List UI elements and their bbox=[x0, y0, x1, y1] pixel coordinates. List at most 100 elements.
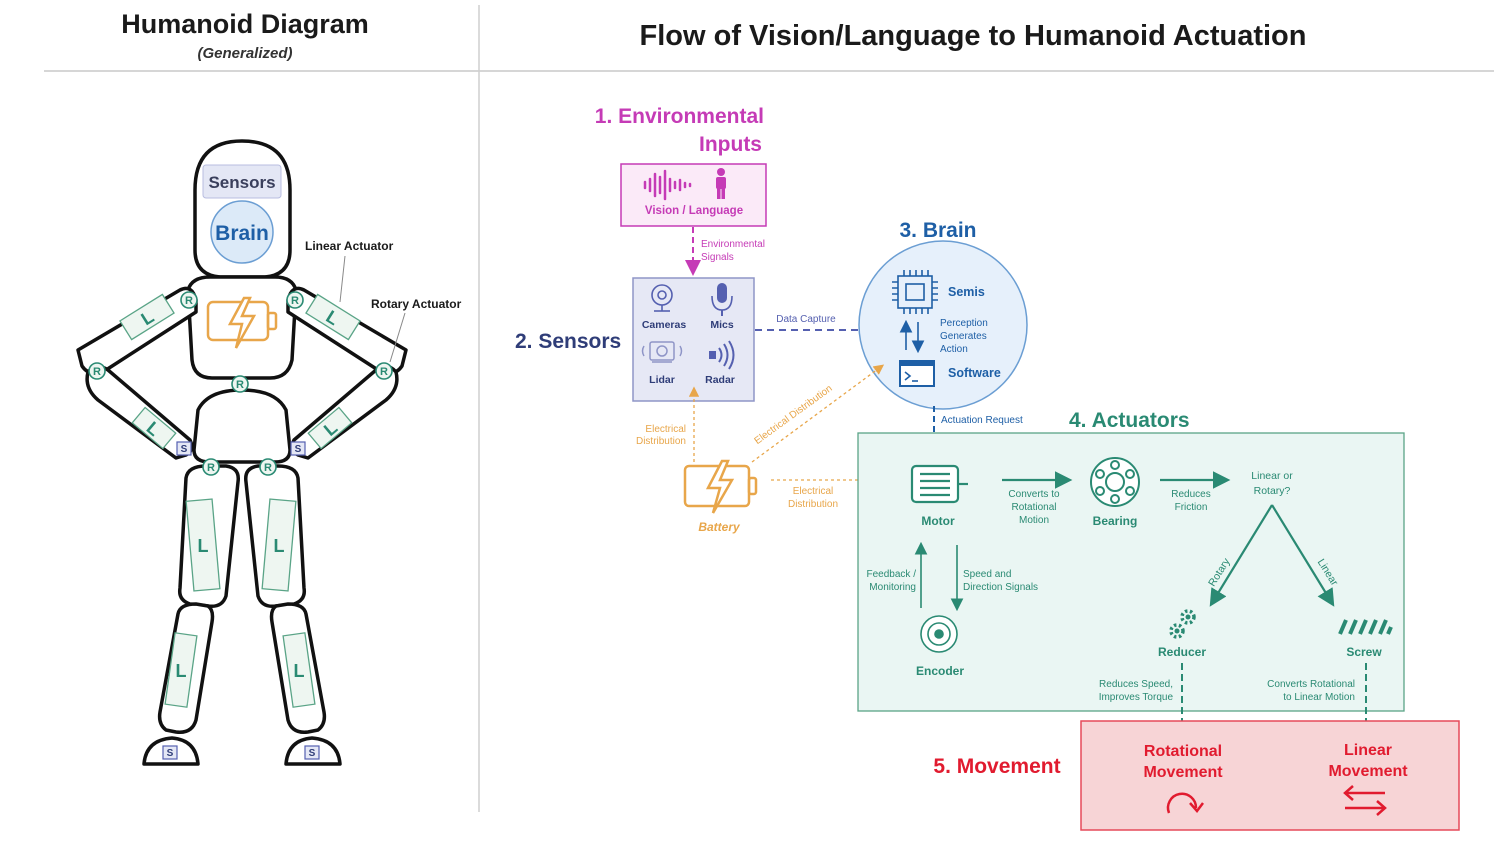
gears-icon bbox=[1169, 609, 1196, 639]
movement-box bbox=[1080, 720, 1460, 831]
left-forearm bbox=[85, 364, 194, 460]
screw-label: Screw bbox=[1346, 645, 1382, 659]
joint-r-5: R bbox=[236, 379, 244, 391]
elec-dist-brain: Electrical Distribution bbox=[753, 383, 835, 447]
joint-r-6: R bbox=[207, 462, 215, 474]
linear-movement-1: Linear bbox=[1344, 742, 1392, 759]
brain-circle bbox=[210, 200, 274, 264]
motor-icon bbox=[910, 464, 968, 504]
bearing-label: Bearing bbox=[1093, 514, 1138, 528]
data-capture-label: Data Capture bbox=[776, 314, 836, 325]
rotary-joints bbox=[88, 291, 393, 476]
env-heading-2: Inputs bbox=[699, 133, 762, 156]
rotary-branch-arrow bbox=[1209, 504, 1273, 607]
soundwave-icon bbox=[643, 169, 692, 201]
left-subtitle: (Generalized) bbox=[197, 45, 292, 62]
linear-actuators bbox=[119, 293, 361, 708]
joint-s-3: S bbox=[167, 748, 174, 759]
rotational-movement-2: Movement bbox=[1143, 764, 1223, 781]
movement-heading: 5. Movement bbox=[933, 755, 1060, 778]
encoder-label: Encoder bbox=[916, 664, 964, 678]
actuators-heading: 4. Actuators bbox=[1069, 409, 1190, 432]
joint-r-7: R bbox=[264, 462, 272, 474]
converts-linear-1: Converts Rotational bbox=[1267, 679, 1355, 690]
terminal-icon bbox=[899, 360, 935, 387]
joint-r-2: R bbox=[291, 295, 299, 307]
joint-r-1: R bbox=[185, 295, 193, 307]
battery-label: Battery bbox=[698, 520, 741, 534]
cameras-label: Cameras bbox=[642, 319, 687, 331]
right-forearm bbox=[290, 364, 399, 460]
up-down-arrows-icon bbox=[899, 319, 925, 354]
elec-dist-motor-2: Distribution bbox=[788, 499, 838, 510]
converts-1: Converts to bbox=[1008, 489, 1060, 500]
feedback-2: Monitoring bbox=[869, 582, 916, 593]
chip-icon bbox=[892, 270, 938, 314]
right-title: Flow of Vision/Language to Humanoid Actu… bbox=[640, 20, 1307, 52]
rotational-movement-1: Rotational bbox=[1144, 743, 1222, 760]
env-heading-1: 1. Environmental bbox=[595, 105, 764, 128]
linear-branch-arrow bbox=[1271, 504, 1335, 607]
joint-l-8: L bbox=[294, 661, 305, 681]
speed-2: Direction Signals bbox=[963, 582, 1038, 593]
lidar-icon bbox=[641, 341, 683, 363]
linear-actuator-callout: Linear Actuator bbox=[305, 239, 394, 253]
reduces-speed-1: Reduces Speed, bbox=[1099, 679, 1173, 690]
sensors-heading: 2. Sensors bbox=[515, 330, 621, 353]
software-label: Software bbox=[948, 366, 1001, 380]
joint-l-7: L bbox=[176, 661, 187, 681]
perception-3: Action bbox=[940, 344, 968, 355]
torso-battery-icon bbox=[206, 296, 278, 349]
joint-s-4: S bbox=[309, 748, 316, 759]
gears-icon-hubs bbox=[1174, 614, 1191, 634]
motor-label: Motor bbox=[921, 514, 955, 528]
reduces-speed-2: Improves Torque bbox=[1099, 692, 1174, 703]
mics-label: Mics bbox=[710, 319, 734, 331]
brain-heading: 3. Brain bbox=[899, 219, 976, 242]
reduces-friction-1: Reduces bbox=[1171, 489, 1210, 500]
converts-2: Rotational bbox=[1011, 502, 1056, 513]
speed-1: Speed and bbox=[963, 569, 1011, 580]
bearing-icon bbox=[1090, 457, 1140, 507]
elec-dist-sensors-2: Distribution bbox=[636, 436, 686, 447]
env-signals-1: Environmental bbox=[701, 239, 765, 250]
battery-to-brain-arrow bbox=[751, 364, 885, 463]
linear-movement-2: Movement bbox=[1328, 763, 1408, 780]
joint-l-5: L bbox=[198, 536, 209, 556]
converts-3: Motion bbox=[1019, 515, 1049, 526]
reducer-label: Reducer bbox=[1158, 645, 1206, 659]
vision-language-label: Vision / Language bbox=[645, 205, 743, 217]
elec-dist-motor-1: Electrical bbox=[793, 486, 834, 497]
encoder-icon bbox=[920, 615, 958, 653]
lidar-label: Lidar bbox=[649, 374, 675, 386]
rotary-actuator-callout: Rotary Actuator bbox=[371, 297, 462, 311]
env-input-box bbox=[620, 163, 767, 227]
joint-r-3: R bbox=[93, 366, 101, 378]
linear-or-rotary-2: Rotary? bbox=[1254, 485, 1291, 497]
radar-icon bbox=[709, 340, 735, 370]
perception-2: Generates bbox=[940, 331, 987, 342]
radar-label: Radar bbox=[705, 374, 735, 386]
screw-icon bbox=[1338, 619, 1393, 635]
brain-label: Brain bbox=[215, 222, 269, 245]
semis-label: Semis bbox=[948, 285, 985, 299]
elec-dist-sensors-1: Electrical bbox=[645, 424, 686, 435]
rotary-actuator-leader bbox=[389, 312, 406, 363]
left-title: Humanoid Diagram bbox=[121, 9, 369, 39]
reduces-friction-2: Friction bbox=[1175, 502, 1208, 513]
feedback-1: Feedback / bbox=[867, 569, 917, 580]
person-icon bbox=[716, 168, 726, 199]
camera-icon bbox=[651, 284, 673, 312]
sensors-label: Sensors bbox=[208, 173, 275, 192]
bidirectional-arrows-icon bbox=[1343, 785, 1387, 816]
sensors-box bbox=[202, 164, 282, 199]
joint-l-6: L bbox=[274, 536, 285, 556]
converts-linear-2: to Linear Motion bbox=[1283, 692, 1355, 703]
joint-s-2: S bbox=[295, 444, 302, 455]
sensor-pads bbox=[162, 441, 320, 760]
battery-icon bbox=[683, 459, 758, 514]
linear-actuator-leader bbox=[339, 255, 346, 303]
linear-or-rotary-1: Linear or bbox=[1251, 470, 1293, 482]
env-signals-2: Signals bbox=[701, 252, 734, 263]
